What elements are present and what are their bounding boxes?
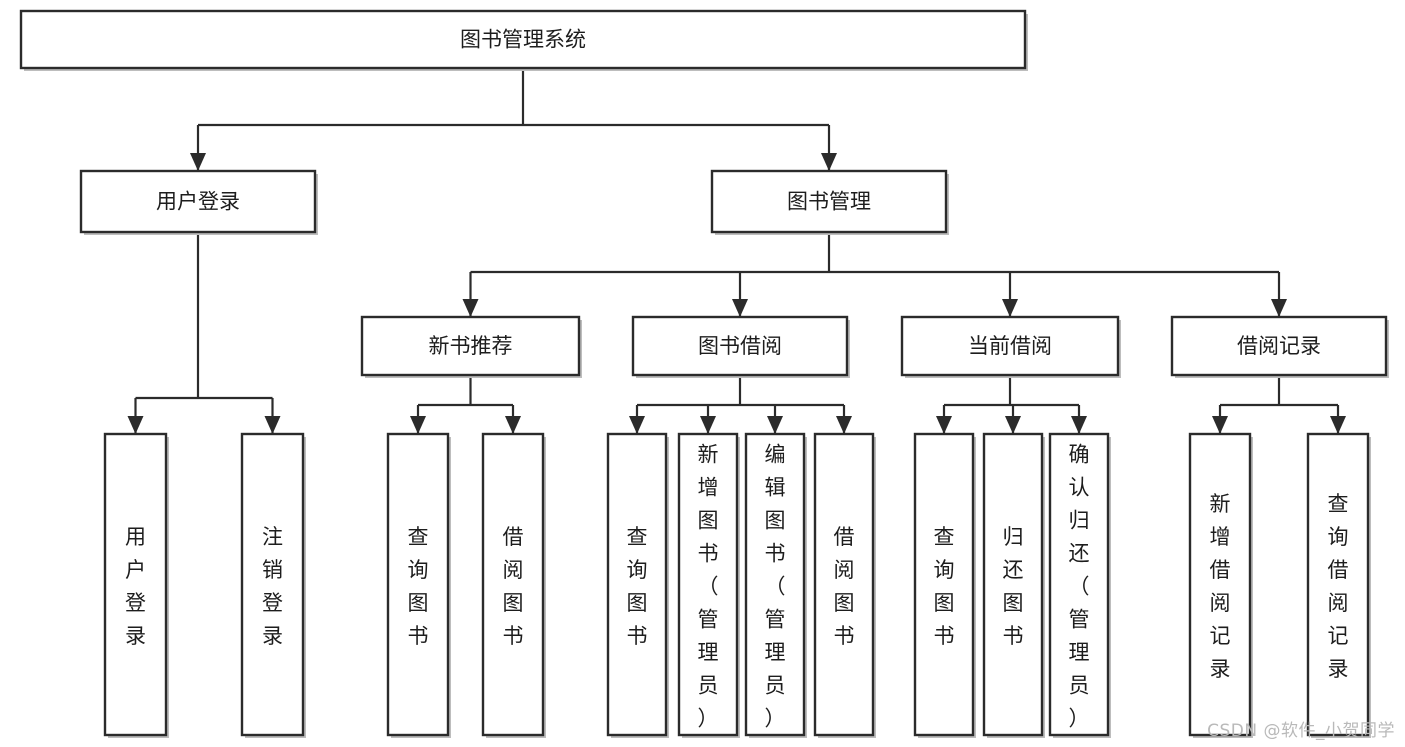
node-leaf-user-login[interactable]: 用户登录 (103, 432, 169, 738)
node-label-leaf-borrow-book-1: 借阅图书 (503, 525, 524, 648)
node-leaf-add-book[interactable]: 新增图书（管理员） (677, 432, 740, 738)
node-book-management[interactable]: 图书管理 (710, 169, 949, 235)
arrow-head-icon (821, 153, 837, 171)
node-root[interactable]: 图书管理系统 (19, 9, 1028, 71)
node-label-leaf-borrow-book-2: 借阅图书 (834, 525, 855, 648)
arrow-head-icon (629, 416, 645, 434)
arrow-head-icon (732, 299, 748, 317)
node-leaf-query-book-2[interactable]: 查询图书 (606, 432, 669, 738)
node-label-leaf-add-record: 新增借阅记录 (1210, 492, 1231, 681)
node-leaf-query-book-3[interactable]: 查询图书 (913, 432, 976, 738)
connector-lines (127, 68, 1346, 434)
node-label-book-management: 图书管理 (787, 190, 871, 214)
node-label-book-borrow: 图书借阅 (698, 334, 782, 358)
arrow-head-icon (1005, 416, 1021, 434)
arrow-head-icon (936, 416, 952, 434)
arrow-head-icon (127, 416, 144, 434)
arrow-head-icon (1212, 416, 1228, 434)
node-book-borrow[interactable]: 图书借阅 (631, 315, 850, 378)
arrow-head-icon (1330, 416, 1346, 434)
node-borrow-records[interactable]: 借阅记录 (1170, 315, 1389, 378)
node-leaf-query-record[interactable]: 查询借阅记录 (1306, 432, 1371, 738)
node-leaf-query-book-1[interactable]: 查询图书 (386, 432, 451, 738)
node-leaf-borrow-book-2[interactable]: 借阅图书 (813, 432, 876, 738)
node-label-user-login: 用户登录 (156, 190, 240, 214)
arrow-head-icon (462, 299, 479, 317)
node-boxes: 图书管理系统用户登录用户登录注销登录图书管理新书推荐查询图书借阅图书图书借阅查询… (19, 9, 1389, 738)
node-label-leaf-query-record: 查询借阅记录 (1328, 492, 1349, 681)
node-leaf-add-record[interactable]: 新增借阅记录 (1188, 432, 1253, 738)
watermark-text: CSDN @软件_小贺同学 (1207, 721, 1395, 741)
node-label-leaf-return-book: 归还图书 (1003, 525, 1024, 648)
node-label-leaf-query-book-1: 查询图书 (408, 525, 429, 648)
arrow-head-icon (1071, 416, 1087, 434)
node-label-leaf-query-book-3: 查询图书 (934, 525, 955, 648)
node-user-login[interactable]: 用户登录 (79, 169, 318, 235)
arrow-head-icon (767, 416, 783, 434)
node-label-new-book-recommend: 新书推荐 (429, 334, 513, 358)
arrow-head-icon (410, 416, 426, 434)
node-label-current-borrow: 当前借阅 (968, 334, 1052, 358)
arrow-head-icon (190, 153, 206, 171)
node-leaf-borrow-book-1[interactable]: 借阅图书 (481, 432, 546, 738)
node-leaf-edit-book[interactable]: 编辑图书（管理员） (744, 432, 807, 738)
node-label-leaf-confirm-return: 确认归还（管理员） (1069, 443, 1090, 731)
arrow-head-icon (1271, 299, 1287, 317)
arrow-head-icon (1002, 299, 1018, 317)
arrow-head-icon (264, 416, 281, 434)
node-leaf-confirm-return[interactable]: 确认归还（管理员） (1048, 432, 1111, 738)
arrow-head-icon (700, 416, 716, 434)
node-label-root: 图书管理系统 (460, 28, 586, 52)
arrow-head-icon (836, 416, 852, 434)
node-label-leaf-edit-book: 编辑图书（管理员） (765, 443, 786, 731)
node-label-leaf-query-book-2: 查询图书 (627, 525, 648, 648)
node-leaf-user-logout[interactable]: 注销登录 (240, 432, 306, 738)
node-new-book-recommend[interactable]: 新书推荐 (360, 315, 582, 378)
node-current-borrow[interactable]: 当前借阅 (900, 315, 1121, 378)
node-label-leaf-user-logout: 注销登录 (262, 525, 283, 648)
node-label-leaf-user-login: 用户登录 (125, 525, 146, 648)
node-label-borrow-records: 借阅记录 (1237, 334, 1321, 358)
arrow-head-icon (505, 416, 521, 434)
node-label-leaf-add-book: 新增图书（管理员） (698, 443, 719, 731)
node-leaf-return-book[interactable]: 归还图书 (982, 432, 1045, 738)
